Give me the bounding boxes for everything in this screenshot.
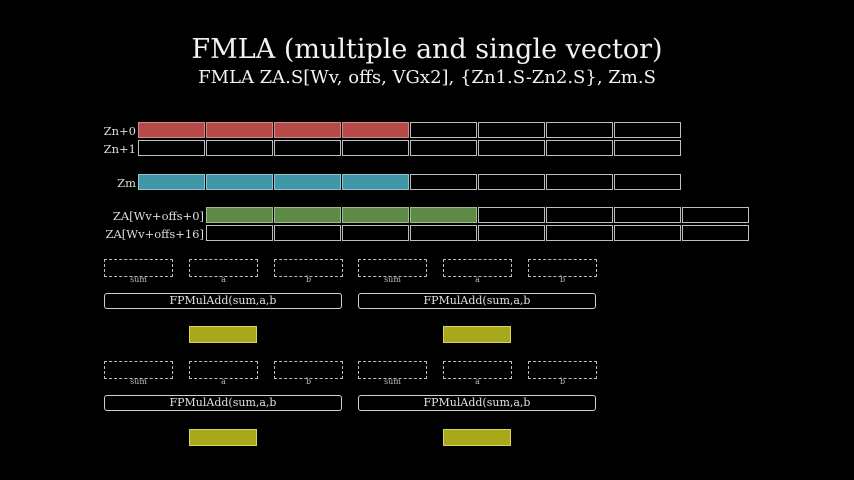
result-element [189, 326, 257, 343]
a-operand-label: a [475, 275, 480, 284]
za0-element [274, 207, 341, 223]
sum-operand-slot [104, 361, 173, 379]
za16-element [478, 225, 545, 241]
zm-element [138, 174, 205, 190]
za16-element [546, 225, 613, 241]
zn1-element [206, 140, 273, 156]
zn0-element [478, 122, 545, 138]
zn1-element [274, 140, 341, 156]
zn1-label: Zn+1 [103, 142, 136, 156]
zm-element [206, 174, 273, 190]
za16-element [682, 225, 749, 241]
a-operand-label: a [475, 377, 480, 386]
zm-element [546, 174, 613, 190]
zn0-vector [138, 122, 681, 138]
za16-element [206, 225, 273, 241]
zn1-element [546, 140, 613, 156]
sum-operand-slot [104, 259, 173, 277]
fpmuladd-operation: FPMulAdd(sum,a,b [358, 395, 596, 411]
result-element [443, 326, 511, 343]
sum-operand-label: sum [384, 275, 401, 284]
za16-element [274, 225, 341, 241]
za0-element [682, 207, 749, 223]
za0-vector [206, 207, 749, 223]
zn0-element [206, 122, 273, 138]
b-operand-slot [274, 361, 343, 379]
b-operand-slot [528, 259, 597, 277]
sum-operand-label: sum [130, 275, 147, 284]
zn1-element [478, 140, 545, 156]
a-operand-label: a [221, 275, 226, 284]
za16-element [614, 225, 681, 241]
za0-element [478, 207, 545, 223]
zn0-element [410, 122, 477, 138]
result-element [443, 429, 511, 446]
zm-vector [138, 174, 681, 190]
za0-label: ZA[Wv+offs+0] [112, 209, 204, 223]
a-operand-slot [443, 259, 512, 277]
za16-element [410, 225, 477, 241]
za16-vector [206, 225, 749, 241]
a-operand-slot [189, 259, 258, 277]
zn0-label: Zn+0 [103, 124, 136, 138]
za0-element [614, 207, 681, 223]
za0-element [546, 207, 613, 223]
sum-operand-slot [358, 361, 427, 379]
b-operand-slot [274, 259, 343, 277]
zn0-element [138, 122, 205, 138]
a-operand-slot [189, 361, 258, 379]
result-element [189, 429, 257, 446]
zm-element [478, 174, 545, 190]
za0-element [342, 207, 409, 223]
fpmuladd-operation: FPMulAdd(sum,a,b [358, 293, 596, 309]
zm-element [274, 174, 341, 190]
zn0-element [342, 122, 409, 138]
zn1-element [138, 140, 205, 156]
b-operand-label: b [559, 275, 566, 284]
sum-operand-label: sum [130, 377, 147, 386]
zm-element [342, 174, 409, 190]
zn0-element [274, 122, 341, 138]
zm-element [410, 174, 477, 190]
instruction-syntax: FMLA ZA.S[Wv, offs, VGx2], {Zn1.S-Zn2.S}… [198, 67, 656, 88]
zn1-element [614, 140, 681, 156]
b-operand-slot [528, 361, 597, 379]
b-operand-label: b [305, 275, 312, 284]
za0-element [410, 207, 477, 223]
a-operand-slot [443, 361, 512, 379]
zn1-vector [138, 140, 681, 156]
zn1-element [342, 140, 409, 156]
fpmuladd-operation: FPMulAdd(sum,a,b [104, 293, 342, 309]
zn0-element [614, 122, 681, 138]
zn0-element [546, 122, 613, 138]
sum-operand-label: sum [384, 377, 401, 386]
b-operand-label: b [305, 377, 312, 386]
sum-operand-slot [358, 259, 427, 277]
zm-element [614, 174, 681, 190]
fpmuladd-operation: FPMulAdd(sum,a,b [104, 395, 342, 411]
diagram-title: FMLA (multiple and single vector) [191, 34, 663, 65]
zm-label: Zm [117, 176, 136, 190]
za0-element [206, 207, 273, 223]
za16-element [342, 225, 409, 241]
zn1-element [410, 140, 477, 156]
b-operand-label: b [559, 377, 566, 386]
za16-label: ZA[Wv+offs+16] [105, 227, 205, 241]
a-operand-label: a [221, 377, 226, 386]
